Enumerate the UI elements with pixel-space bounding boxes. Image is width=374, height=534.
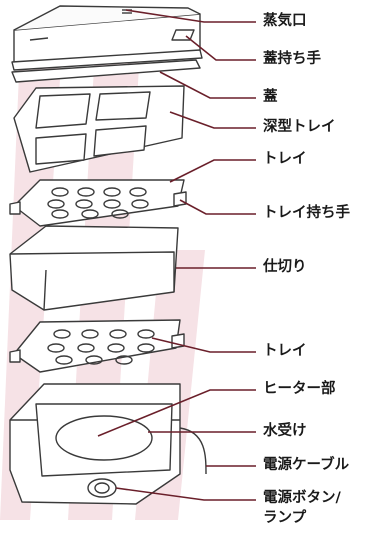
power-cable: [179, 427, 207, 475]
leader-power-button: [115, 487, 256, 501]
tray-bottom: [9, 319, 185, 373]
label-tray-top: トレイ: [263, 151, 307, 167]
label-power-cable: 電源ケーブル: [263, 457, 350, 473]
lid: [11, 5, 203, 71]
label-deep-tray: 深型トレイ: [263, 119, 336, 135]
base-heater-unit: [9, 383, 207, 505]
leader-lines: [97, 9, 256, 501]
leader-heater: [97, 389, 256, 437]
label-power-button-line2: ランプ: [263, 510, 307, 526]
heater: [55, 415, 153, 461]
label-tray-bottom: トレイ: [263, 343, 307, 359]
label-heater: ヒーター部: [263, 381, 336, 397]
leader-deep-tray: [169, 111, 256, 129]
label-divider: 仕切り: [263, 259, 307, 275]
leader-tray-bottom: [151, 337, 256, 353]
leader-steam-vent: [125, 9, 256, 23]
leader-lid-handle: [185, 35, 256, 61]
lid-seal: [11, 59, 201, 83]
divider: [9, 225, 179, 311]
tray-top: [9, 179, 187, 227]
leader-tray-handle: [179, 199, 256, 215]
label-water-receiver: 水受け: [263, 423, 307, 439]
leader-tray-top: [169, 159, 256, 183]
label-power-button-line1: 電源ボタン/: [263, 490, 341, 506]
leader-lid: [159, 71, 256, 99]
power-button: [87, 478, 117, 498]
label-lid-handle: 蓋持ち手: [263, 51, 321, 67]
label-tray-handle: トレイ持ち手: [263, 205, 350, 221]
deep-tray: [13, 85, 185, 173]
lid-handle: [171, 29, 195, 41]
label-lid: 蓋: [263, 89, 278, 105]
label-steam-vent: 蒸気口: [263, 13, 307, 29]
